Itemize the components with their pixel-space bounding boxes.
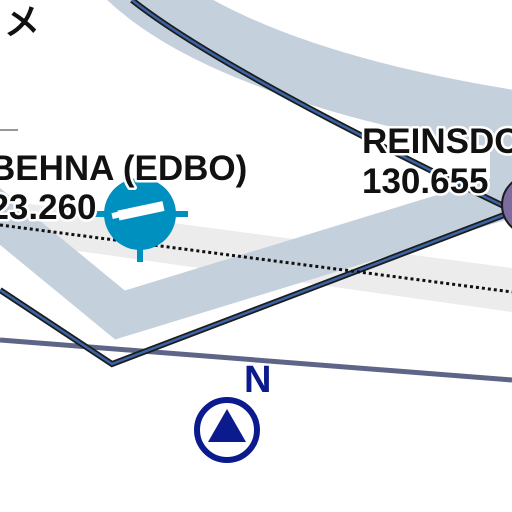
- partial-label-fragment: メ: [4, 1, 40, 42]
- reporting-point-triangle-icon: [194, 397, 260, 463]
- airfield-runway-icon: [92, 170, 188, 262]
- airfield-name-behna: BEHNA (EDBO): [0, 149, 247, 188]
- airfield-symbol-reinsdorf-disc: [501, 181, 512, 229]
- route-line: [0, 0, 512, 366]
- airfield-frequency-behna: 123.260: [0, 188, 97, 227]
- navaid-label: N: [244, 359, 271, 401]
- airspace-band-top: [108, 0, 512, 150]
- airfield-frequency-reinsdorf: 130.655: [362, 162, 489, 201]
- airfield-name-reinsdorf: REINSDORF: [362, 122, 512, 161]
- dotted-line: [0, 223, 512, 294]
